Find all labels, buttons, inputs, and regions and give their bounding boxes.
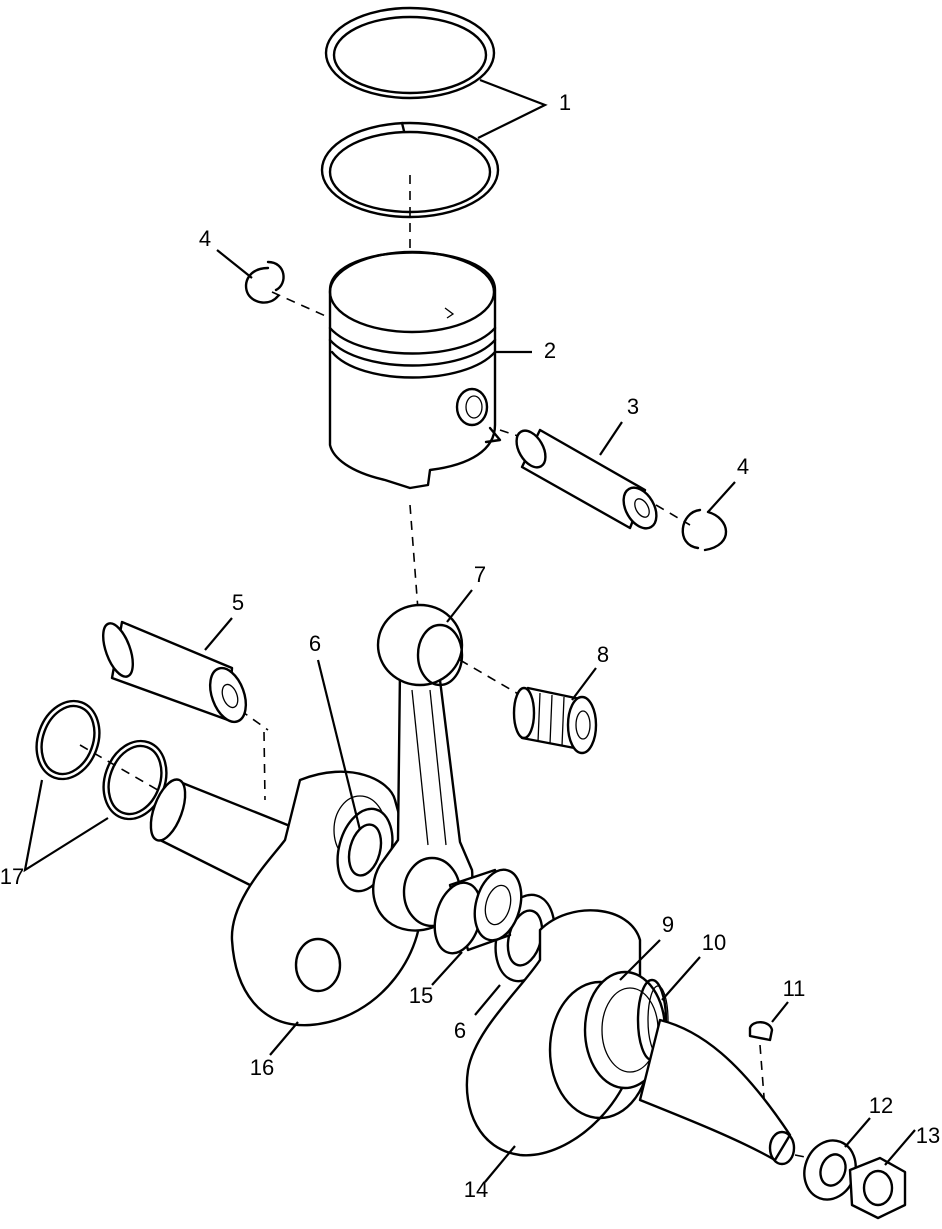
callout-7: 7 (474, 562, 486, 587)
assembly-axis-lines (79, 175, 821, 1161)
callout-4-right: 4 (737, 454, 749, 479)
callout-11: 11 (783, 976, 806, 1001)
piston-ring-lower (320, 121, 500, 219)
hex-nut (848, 1156, 907, 1220)
needle-bearing (512, 686, 598, 755)
bearing-race (583, 970, 667, 1090)
leader-lines (23, 78, 916, 1183)
callout-1: 1 (559, 90, 571, 115)
piston-ring-upper (324, 6, 496, 100)
callout-15: 15 (409, 983, 433, 1008)
callout-17: 17 (0, 864, 24, 889)
main-bearing (433, 868, 523, 955)
callout-6-lower: 6 (454, 1018, 466, 1043)
crank-pin (102, 620, 248, 724)
circlip-left (244, 260, 285, 304)
callout-2: 2 (544, 338, 556, 363)
callout-16: 16 (250, 1055, 274, 1080)
circlip-right (681, 508, 728, 552)
callout-14: 14 (464, 1177, 488, 1202)
callout-9: 9 (662, 912, 674, 937)
woodruff-key (748, 1021, 774, 1042)
callout-8: 8 (597, 642, 609, 667)
callout-labels: 1 2 3 4 4 5 6 6 7 8 9 10 11 12 13 14 15 … (0, 90, 940, 1202)
connecting-rod (372, 603, 474, 932)
piston (328, 250, 502, 490)
callout-10: 10 (702, 930, 726, 955)
callout-13: 13 (916, 1123, 940, 1148)
callout-6-upper: 6 (309, 631, 321, 656)
callout-3: 3 (627, 394, 639, 419)
piston-pin (515, 428, 658, 530)
crankshaft-taper-shaft (638, 1018, 796, 1166)
callout-12: 12 (869, 1093, 893, 1118)
callout-5: 5 (232, 590, 244, 615)
flat-washer (803, 1139, 857, 1201)
callout-4-left: 4 (199, 226, 211, 251)
